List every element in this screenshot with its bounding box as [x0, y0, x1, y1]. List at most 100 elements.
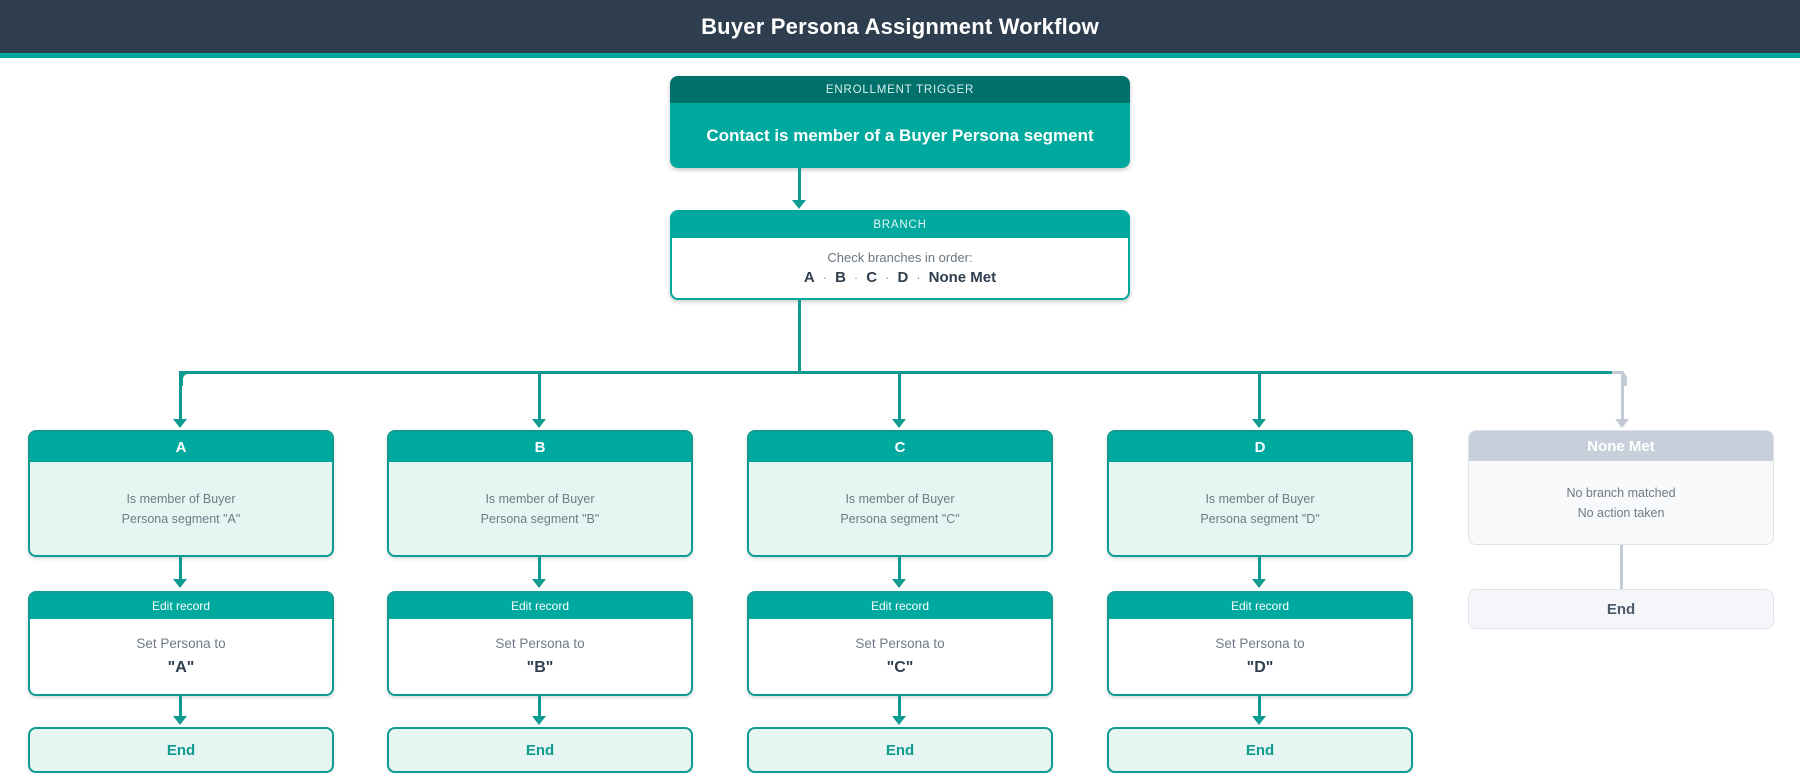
- action-card-d-kicker: Edit record: [1109, 593, 1411, 619]
- action-card-a-body: Set Persona to "A": [30, 619, 332, 694]
- condition-line-1: Is member of Buyer: [845, 491, 955, 506]
- arrow-drop-d: [1252, 419, 1266, 428]
- branch-card-b-condition: Is member of Buyer Persona segment "B": [389, 462, 691, 555]
- branch-card-d[interactable]: D Is member of Buyer Persona segment "D": [1107, 430, 1413, 557]
- none-met-line-2: No action taken: [1577, 505, 1665, 520]
- branch-order-list: A · B · C · D · None Met: [804, 269, 996, 286]
- action-label: Set Persona to: [855, 636, 945, 651]
- end-node-c[interactable]: End: [747, 727, 1053, 773]
- arrow-c-cond-to-action: [892, 579, 906, 588]
- branch-order-item-a: A: [803, 269, 815, 286]
- branch-order-item-none-met: None Met: [928, 269, 997, 286]
- connector-drop-c: [898, 371, 901, 420]
- action-card-b[interactable]: Edit record Set Persona to "B": [387, 591, 693, 696]
- arrow-d-action-to-end: [1252, 716, 1266, 725]
- none-met-body: No branch matched No action taken: [1469, 461, 1773, 544]
- condition-line-2: Persona segment "B": [480, 511, 600, 526]
- arrow-drop-a: [173, 419, 187, 428]
- end-node-none-met[interactable]: End: [1468, 589, 1774, 629]
- branch-body: Check branches in order: A · B · C · D ·…: [672, 238, 1128, 298]
- branch-card-a-condition: Is member of Buyer Persona segment "A": [30, 462, 332, 555]
- branch-order-item-d: D: [897, 269, 909, 286]
- connector-corner-right-muted: [1612, 371, 1627, 386]
- branch-card-a[interactable]: A Is member of Buyer Persona segment "A": [28, 430, 334, 557]
- connector-a-cond-to-action: [179, 557, 182, 581]
- app-header: Buyer Persona Assignment Workflow: [0, 0, 1800, 53]
- action-card-d[interactable]: Edit record Set Persona to "D": [1107, 591, 1413, 696]
- condition-line-1: Is member of Buyer: [1205, 491, 1315, 506]
- connector-none-met-to-end: [1620, 545, 1623, 590]
- action-card-d-body: Set Persona to "D": [1109, 619, 1411, 694]
- branch-order-separator: ·: [885, 270, 890, 285]
- action-card-b-kicker: Edit record: [389, 593, 691, 619]
- arrow-d-cond-to-action: [1252, 579, 1266, 588]
- action-card-a-kicker: Edit record: [30, 593, 332, 619]
- enrollment-trigger-node[interactable]: ENROLLMENT TRIGGER Contact is member of …: [670, 76, 1130, 168]
- connector-drop-none-met: [1621, 371, 1624, 420]
- arrow-b-cond-to-action: [532, 579, 546, 588]
- arrow-b-action-to-end: [532, 716, 546, 725]
- branch-card-a-label: A: [30, 432, 332, 462]
- branch-order-separator: ·: [822, 270, 828, 285]
- end-node-b[interactable]: End: [387, 727, 693, 773]
- arrow-drop-b: [532, 419, 546, 428]
- branch-card-d-condition: Is member of Buyer Persona segment "D": [1109, 462, 1411, 555]
- branch-card-b[interactable]: B Is member of Buyer Persona segment "B": [387, 430, 693, 557]
- branch-order-item-c: C: [866, 269, 878, 286]
- connector-drop-a: [179, 371, 182, 420]
- none-met-line-1: No branch matched: [1566, 485, 1676, 500]
- arrow-trigger-to-branch: [792, 200, 806, 209]
- connector-corner-left: [180, 371, 195, 386]
- end-node-d[interactable]: End: [1107, 727, 1413, 773]
- connector-b-cond-to-action: [538, 557, 541, 581]
- connector-a-action-to-end: [179, 696, 182, 718]
- branch-order-separator: ·: [853, 270, 859, 285]
- branch-node[interactable]: BRANCH Check branches in order: A · B · …: [670, 210, 1130, 300]
- trigger-kicker: ENROLLMENT TRIGGER: [670, 76, 1130, 103]
- action-value: "D": [1246, 659, 1274, 676]
- arrow-drop-none-met: [1615, 419, 1629, 428]
- action-card-c[interactable]: Edit record Set Persona to "C": [747, 591, 1053, 696]
- connector-c-cond-to-action: [898, 557, 901, 581]
- condition-line-2: Persona segment "D": [1200, 511, 1320, 526]
- connector-d-action-to-end: [1258, 696, 1261, 718]
- branch-card-d-label: D: [1109, 432, 1411, 462]
- page-title: Buyer Persona Assignment Workflow: [701, 13, 1099, 39]
- branch-kicker: BRANCH: [672, 212, 1128, 238]
- connector-branch-stem: [798, 300, 801, 372]
- arrow-a-cond-to-action: [173, 579, 187, 588]
- branch-caption: Check branches in order:: [827, 250, 973, 265]
- branch-card-c-condition: Is member of Buyer Persona segment "C": [749, 462, 1051, 555]
- action-label: Set Persona to: [136, 636, 226, 651]
- action-value: "A": [167, 659, 195, 676]
- action-label: Set Persona to: [495, 636, 585, 651]
- accent-stripe: [0, 53, 1800, 58]
- action-card-b-body: Set Persona to "B": [389, 619, 691, 694]
- connector-c-action-to-end: [898, 696, 901, 718]
- branch-order-separator: ·: [916, 270, 921, 285]
- action-card-c-body: Set Persona to "C": [749, 619, 1051, 694]
- condition-line-1: Is member of Buyer: [485, 491, 595, 506]
- branch-card-c[interactable]: C Is member of Buyer Persona segment "C": [747, 430, 1053, 557]
- action-value: "C": [886, 659, 914, 676]
- trigger-text: Contact is member of a Buyer Persona seg…: [706, 125, 1094, 145]
- action-value: "B": [526, 659, 554, 676]
- condition-line-2: Persona segment "A": [121, 511, 241, 526]
- branch-order-item-b: B: [835, 269, 846, 286]
- arrow-a-action-to-end: [173, 716, 187, 725]
- branch-card-b-label: B: [389, 432, 691, 462]
- branch-card-c-label: C: [749, 432, 1051, 462]
- arrow-drop-c: [892, 419, 906, 428]
- none-met-label: None Met: [1469, 431, 1773, 461]
- workflow-canvas: ENROLLMENT TRIGGER Contact is member of …: [0, 58, 1800, 773]
- none-met-card[interactable]: None Met No branch matched No action tak…: [1468, 430, 1774, 545]
- connector-b-action-to-end: [538, 696, 541, 718]
- action-card-c-kicker: Edit record: [749, 593, 1051, 619]
- end-node-a[interactable]: End: [28, 727, 334, 773]
- action-card-a[interactable]: Edit record Set Persona to "A": [28, 591, 334, 696]
- connector-d-cond-to-action: [1258, 557, 1261, 581]
- connector-trigger-to-branch: [798, 168, 801, 201]
- connector-drop-d: [1258, 371, 1261, 420]
- action-label: Set Persona to: [1215, 636, 1305, 651]
- connector-drop-b: [538, 371, 541, 420]
